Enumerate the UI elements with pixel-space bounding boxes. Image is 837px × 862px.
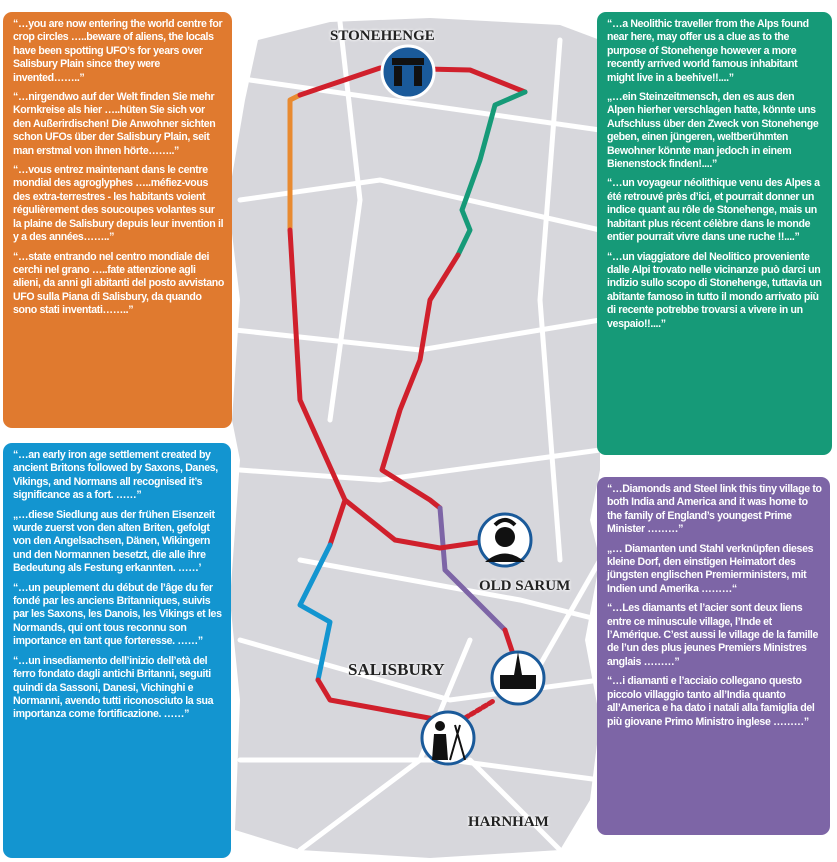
- text-fr: “…vous entrez maintenant dans le centre …: [13, 164, 224, 244]
- place-label-salisbury: SALISBURY: [348, 660, 445, 679]
- old-sarum-info-box: “…an early iron age settlement created b…: [3, 443, 231, 858]
- text-en: “…an early iron age settlement created b…: [13, 449, 218, 502]
- text-en: “…Diamonds and Steel link this tiny vill…: [607, 483, 822, 536]
- village-info-box: “…Diamonds and Steel link this tiny vill…: [597, 477, 830, 835]
- place-label-stonehenge: STONEHENGE: [330, 28, 435, 44]
- text-de: „…ein Steinzeitmensch, den es aus den Al…: [607, 91, 819, 171]
- land-area: [228, 18, 600, 858]
- crop-circles-info-box: “…you are now entering the world centre …: [3, 12, 232, 428]
- stonehenge-icon[interactable]: [380, 44, 436, 100]
- text-it: “…un viaggiatore del Neolitico provenien…: [607, 250, 822, 330]
- text-it: “…state entrando nel centro mondiale dei…: [13, 250, 225, 317]
- text-fr: “…un peuplement du début de l’âge du fer…: [13, 581, 222, 648]
- text-fr: “…Les diamants et l’acier sont deux lien…: [607, 602, 819, 668]
- cathedral-icon[interactable]: [490, 650, 546, 706]
- text-fr: “…un voyageur néolithique venu des Alpes…: [607, 177, 820, 244]
- text-en: “…a Neolithic traveller from the Alps fo…: [607, 18, 809, 84]
- text-it: “…i diamanti e l’acciaio collegano quest…: [607, 675, 815, 728]
- text-en: “…you are now entering the world centre …: [13, 18, 223, 84]
- place-label-old-sarum: OLD SARUM: [479, 578, 571, 594]
- stonehenge-info-box: “…a Neolithic traveller from the Alps fo…: [597, 12, 832, 455]
- text-de: „…diese Siedlung aus der frühen Eisenzei…: [13, 508, 215, 575]
- text-de: „… Diamanten und Stahl verknüpfen dieses…: [607, 542, 814, 595]
- roman-soldier-icon[interactable]: [477, 512, 533, 568]
- text-it: “…un insediamento dell’inizio dell’età d…: [13, 654, 214, 721]
- route: [287, 65, 528, 723]
- place-label-harnham: HARNHAM: [468, 814, 549, 830]
- painter-icon[interactable]: [420, 710, 476, 766]
- text-de: “…nirgendwo auf der Welt finden Sie mehr…: [13, 91, 216, 157]
